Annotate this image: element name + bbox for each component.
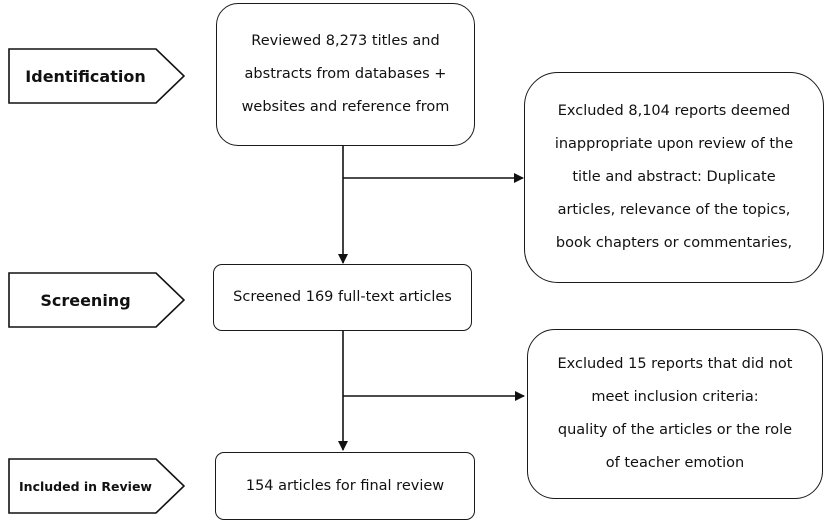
pentagon-shape: [8, 48, 185, 104]
box-line: abstracts from databases +: [244, 66, 447, 82]
box-line: articles, relevance of the topics,: [557, 202, 791, 218]
pentagon-shape: [8, 458, 185, 514]
box-line: of teacher emotion: [605, 455, 745, 471]
box-line: 154 articles for final review: [245, 477, 445, 494]
stage-label: Included in Review: [19, 478, 152, 494]
box-line: book chapters or commentaries,: [555, 235, 793, 251]
box-line: title and abstract: Duplicate: [572, 169, 776, 185]
box-line: meet inclusion criteria:: [591, 389, 759, 405]
box-final-review: 154 articles for final review: [215, 452, 475, 520]
stage-identification: Identification: [8, 48, 185, 104]
stage-label: Screening: [40, 290, 131, 310]
box-excluded-full-text: Excluded 15 reports that did not meet in…: [527, 329, 823, 499]
box-line: websites and reference from: [241, 99, 450, 115]
box-line: Screened 169 full-text articles: [233, 289, 452, 305]
box-line: Reviewed 8,273 titles and: [251, 33, 440, 49]
box-excluded-title-abstract: Excluded 8,104 reports deemed inappropri…: [524, 72, 824, 283]
box-screened-full-text: Screened 169 full-text articles: [213, 264, 472, 331]
box-line: Excluded 8,104 reports deemed: [557, 103, 791, 119]
stage-screening: Screening: [8, 272, 185, 328]
box-line: inappropriate upon review of the: [554, 136, 794, 152]
box-line: Excluded 15 reports that did not: [557, 356, 793, 372]
stage-included-in-review: Included in Review: [8, 458, 185, 514]
pentagon-shape: [8, 272, 185, 328]
box-line: quality of the articles or the role: [557, 422, 793, 438]
stage-label: Identification: [25, 66, 146, 86]
box-reviewed-records: Reviewed 8,273 titles and abstracts from…: [216, 3, 475, 146]
